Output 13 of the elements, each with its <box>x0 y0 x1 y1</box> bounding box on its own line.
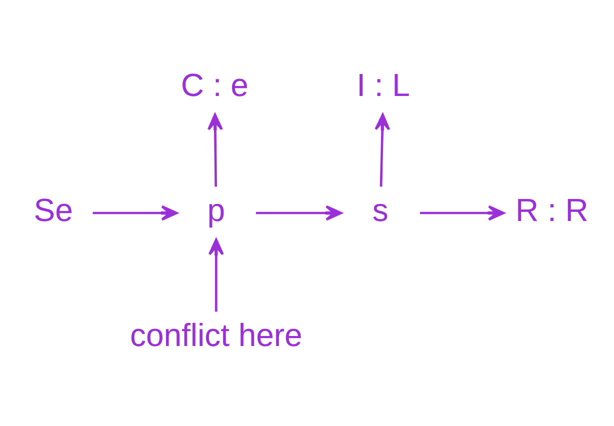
arrow <box>420 205 505 221</box>
node-text: C : e <box>180 67 248 104</box>
node-text: conflict here <box>130 317 302 354</box>
arrow <box>207 114 223 187</box>
node-text: Se <box>34 192 73 228</box>
arrow <box>374 114 390 187</box>
arrow <box>92 205 178 221</box>
arrow <box>256 205 342 221</box>
node-text: p <box>207 192 226 228</box>
node-text: I : L <box>356 67 410 104</box>
arrow <box>208 238 224 312</box>
node-text: R : R <box>516 192 588 228</box>
node-text: s <box>372 192 388 228</box>
